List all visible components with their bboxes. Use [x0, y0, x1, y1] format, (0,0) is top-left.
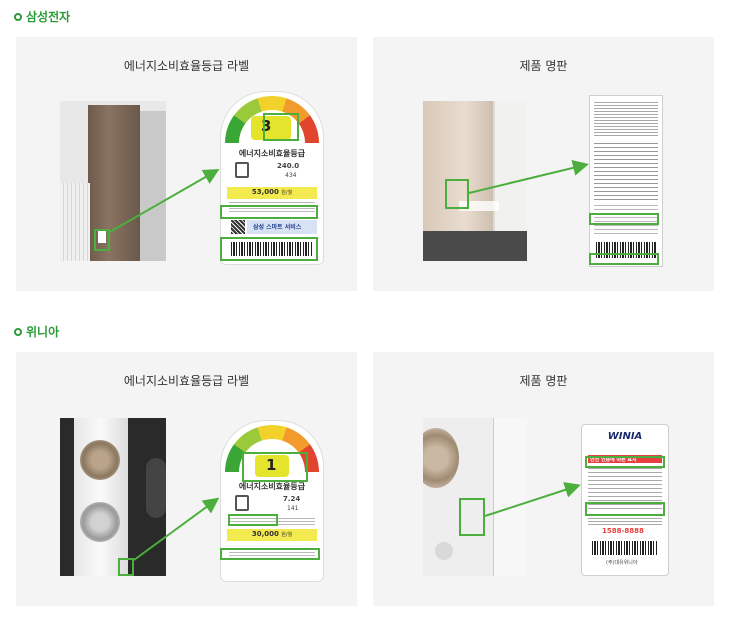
- nameplate-image: WINIA 안전 인증에 따른 표시 1588-8888 (주)대유위니아: [581, 424, 669, 576]
- product-photo: [423, 101, 527, 261]
- model-highlight: [228, 514, 278, 526]
- card-title: 제품 명판: [519, 59, 568, 73]
- service-name: 삼성 스마트 서비스: [253, 224, 302, 231]
- circle-bullet-icon: [14, 327, 22, 336]
- card-title: 제품 명판: [519, 374, 568, 388]
- section-title-winia: 위니아: [14, 323, 59, 340]
- model-highlight: [585, 456, 665, 468]
- model-highlight: [220, 205, 318, 219]
- company-name: (주)대유위니아: [606, 560, 638, 566]
- energy-label-card-samsung: 에너지소비효율등급 라벨 3 에너지소비효율등급 240.0 434 53,00…: [16, 37, 357, 291]
- grade-highlight: [263, 113, 299, 141]
- label-value-2: 141: [287, 505, 299, 512]
- energy-label-image: 1 에너지소비효율등급 7.24 141 30,000 원/월: [220, 420, 324, 582]
- price-unit: 원/월: [281, 532, 293, 538]
- price-value: 53,000: [251, 188, 279, 196]
- product-photo: [60, 101, 166, 261]
- section-title-text: 삼성전자: [26, 10, 71, 24]
- service-phone: 1588-8888: [602, 527, 644, 535]
- label-heading: 에너지소비효율등급: [238, 149, 306, 158]
- card-title: 에너지소비효율등급 라벨: [123, 59, 250, 73]
- brand-name: WINIA: [607, 431, 643, 442]
- circle-bullet-icon: [14, 12, 22, 21]
- grade-highlight: [242, 452, 308, 482]
- energy-label-image: 3 에너지소비효율등급 240.0 434 53,000 원/월 삼성 스마트 …: [220, 91, 324, 265]
- label-location-highlight: [94, 229, 110, 251]
- card-title: 에너지소비효율등급 라벨: [123, 374, 250, 388]
- barcode: [231, 242, 313, 256]
- price-value: 30,000: [251, 530, 279, 538]
- product-photo: [423, 418, 527, 576]
- grade-number: 3: [261, 117, 272, 135]
- label-value-2: 434: [285, 172, 297, 179]
- section-title-text: 위니아: [26, 325, 60, 339]
- nameplate-card-samsung: 제품 명판: [373, 37, 714, 291]
- product-photo: [60, 418, 166, 576]
- serial-highlight: [585, 502, 665, 516]
- manufacturer-highlight: [220, 548, 320, 560]
- serial-highlight: [589, 253, 659, 265]
- price-unit: 원/월: [281, 190, 293, 196]
- nameplate-location-highlight: [445, 179, 469, 209]
- label-heading: 에너지소비효율등급: [238, 482, 306, 491]
- nameplate-card-winia: 제품 명판 WINIA 안전 인증에 따른 표시 1588-8888 (주)대유…: [373, 352, 714, 606]
- nameplate-location-highlight: [459, 498, 485, 536]
- energy-label-card-winia: 에너지소비효율등급 라벨 1 에너지소비효율등급 7.24 141 30,000…: [16, 352, 357, 606]
- barcode-highlight: [220, 237, 318, 261]
- barcode: [592, 541, 658, 555]
- label-value-1: 240.0: [277, 162, 300, 170]
- section-title-samsung: 삼성전자: [14, 8, 70, 25]
- nameplate-image: [589, 95, 663, 267]
- label-location-highlight: [118, 558, 134, 576]
- label-value-1: 7.24: [283, 495, 301, 503]
- plate-heading: 안전 인증에 따른 표시: [590, 457, 637, 463]
- model-highlight: [589, 213, 659, 225]
- grade-number: 1: [266, 456, 277, 474]
